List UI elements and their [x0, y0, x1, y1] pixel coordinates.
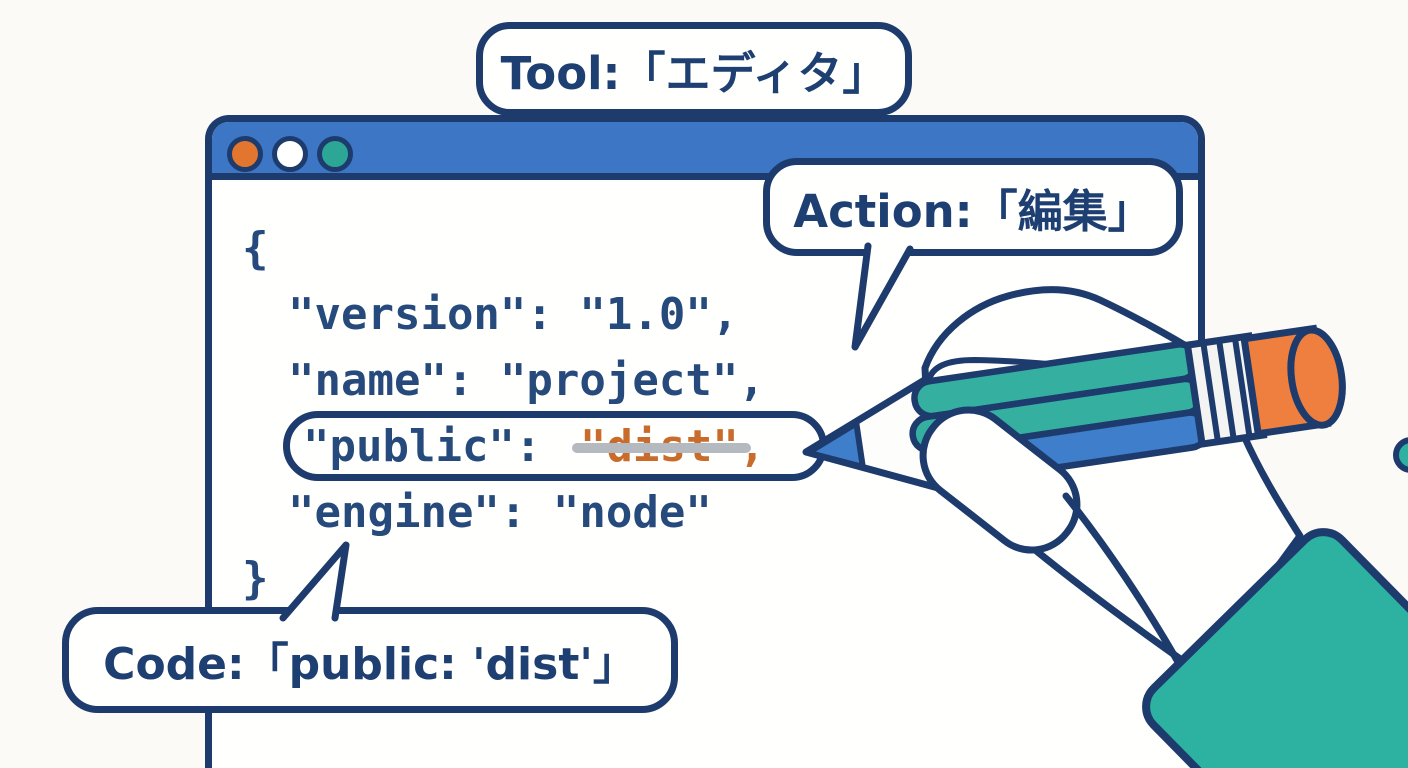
window-maximize-button[interactable]: [317, 136, 353, 172]
code-callout: Code:「public: 'dist'」: [62, 607, 678, 713]
code-line-version: "version": "1.0",: [288, 281, 738, 347]
code-line-name: "name": "project",: [288, 347, 765, 413]
code-value: "project": [499, 354, 739, 406]
code-comma: ,: [711, 288, 739, 340]
code-sep: :: [499, 486, 553, 538]
window-titlebar: [212, 122, 1198, 180]
action-callout-label: Action:「編集」: [793, 184, 1153, 238]
code-comma: ,: [738, 354, 765, 406]
code-key: "public": [303, 420, 515, 472]
tool-callout: Tool:「エディタ」: [476, 22, 912, 116]
code-callout-label: Code:「public: 'dist'」: [103, 639, 637, 690]
sleeve-button: [1393, 437, 1408, 473]
code-key: "name": [288, 354, 447, 406]
code-close-brace: }: [242, 545, 269, 611]
code-value: "node": [552, 486, 712, 538]
code-sep: :: [526, 288, 580, 340]
pencil-eraser: [1240, 324, 1332, 438]
code-line-engine: "engine": "node": [288, 479, 712, 545]
code-line-public: "public": "dist",: [283, 411, 828, 481]
highlight-pill: "public": "dist",: [283, 411, 828, 481]
window-minimize-button[interactable]: [272, 136, 308, 172]
code-open-brace: {: [242, 215, 269, 281]
code-sep: :: [446, 354, 500, 406]
tool-callout-label: Tool:「エディタ」: [500, 46, 888, 100]
code-sep: :: [514, 420, 568, 472]
code-text: }: [242, 552, 269, 604]
code-value: "1.0": [579, 288, 712, 340]
pencil-ferrule-bands: [1200, 338, 1253, 442]
code-key: "engine": [288, 486, 500, 538]
code-value-edited: "dist": [571, 420, 751, 472]
pencil-eraser-end: [1287, 326, 1346, 429]
action-callout: Action:「編集」: [763, 158, 1183, 256]
window-close-button[interactable]: [227, 136, 263, 172]
code-text: {: [242, 222, 269, 274]
code-key: "version": [288, 288, 527, 340]
